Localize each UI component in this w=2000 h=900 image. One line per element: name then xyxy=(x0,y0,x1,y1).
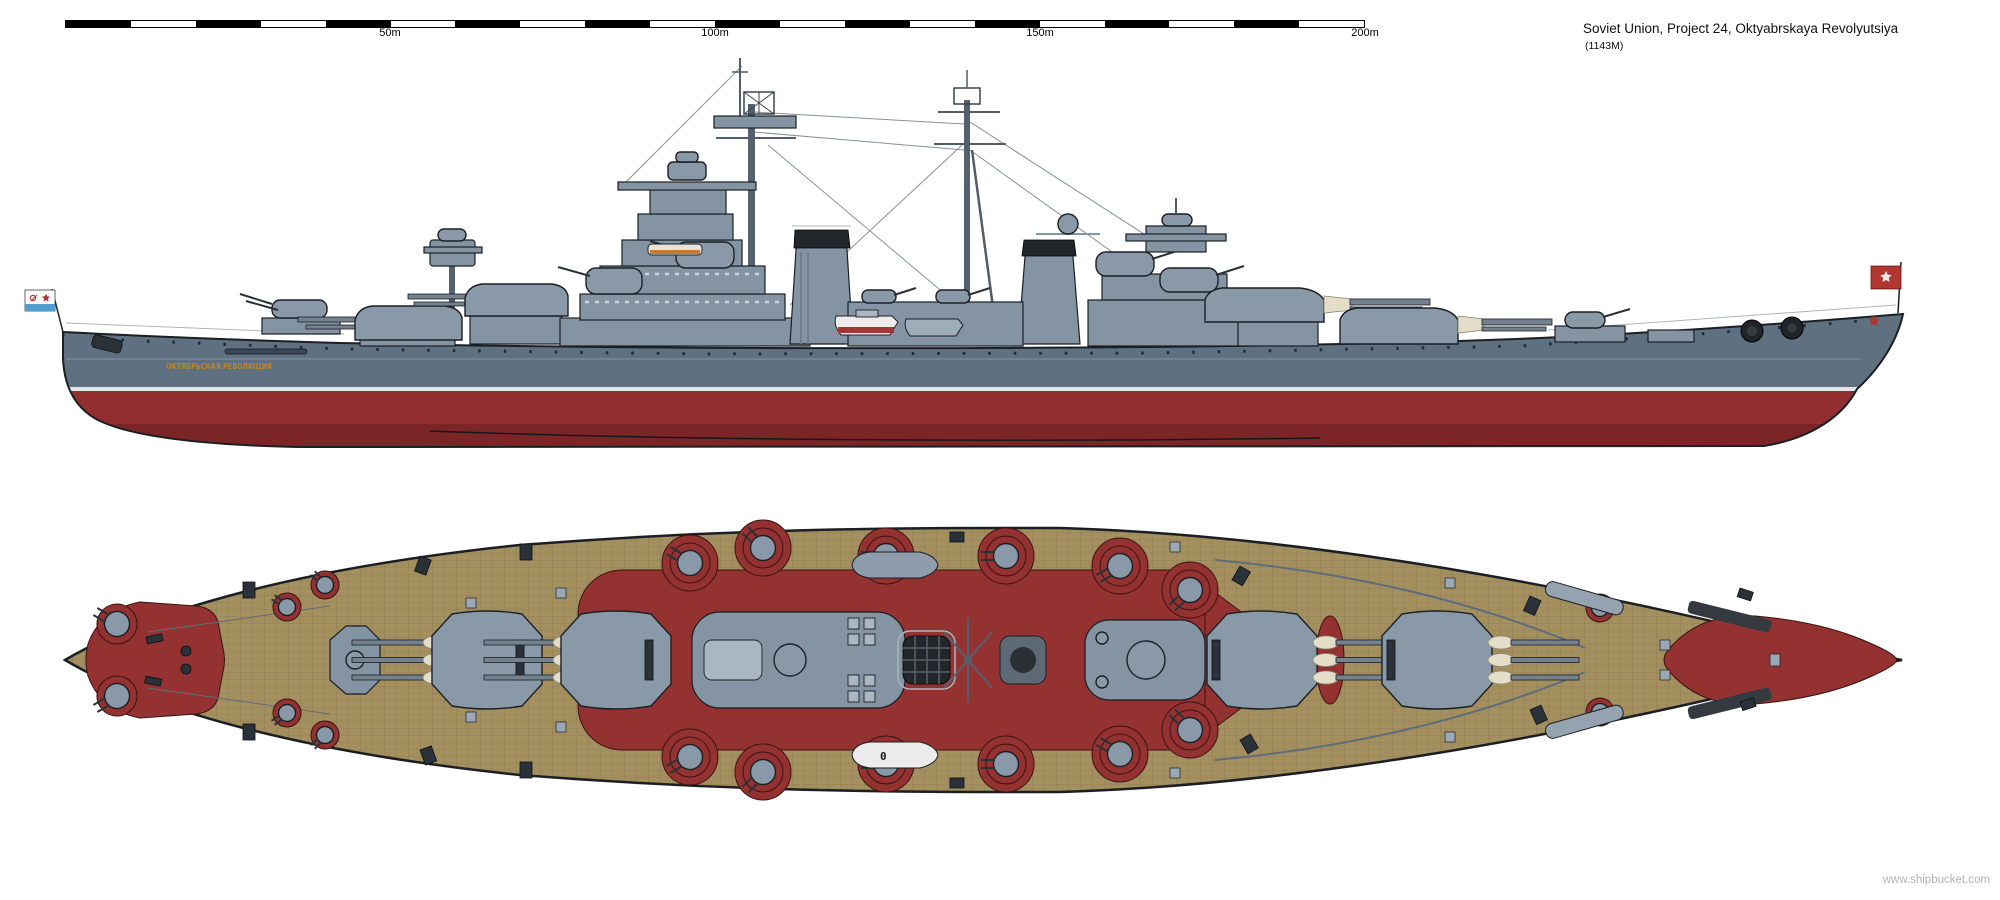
boat-top-white: 0 xyxy=(851,741,939,769)
scale-bar-segment xyxy=(779,21,845,27)
scale-bar-segment xyxy=(715,21,780,27)
scale-tick-label: 150m xyxy=(1026,27,1054,39)
mainmast-top xyxy=(943,618,993,702)
scale-bar-track xyxy=(65,20,1365,28)
bridge-tower xyxy=(557,151,811,347)
forward-rangefinder xyxy=(423,228,483,316)
boat-top-gray xyxy=(851,551,939,579)
turret-y-top xyxy=(1381,610,1580,710)
scale-tick-label: 200m xyxy=(1351,27,1379,39)
ships-boat-gray xyxy=(904,318,964,337)
aft-tower-top xyxy=(1084,619,1206,701)
waterline-stripe xyxy=(63,387,1903,391)
scale-bar-segment xyxy=(195,21,261,27)
scale-bar-segment xyxy=(844,21,910,27)
turret-a-top xyxy=(351,610,543,710)
foremast xyxy=(713,58,797,332)
bow-jack-flag xyxy=(24,288,65,337)
stern-skid xyxy=(1687,687,1772,720)
lower-hull-red xyxy=(63,391,1903,424)
stern-skid xyxy=(1687,600,1772,633)
stern-boat xyxy=(1545,581,1624,616)
scale-bar-segment xyxy=(650,21,716,27)
page-title: Soviet Union, Project 24, Oktyabrskaya R… xyxy=(1583,21,1899,36)
funnel-1-top xyxy=(897,630,956,690)
stern-red-deck xyxy=(1663,615,1898,705)
turret-y-side xyxy=(1339,307,1553,345)
searchlight-icon xyxy=(1057,213,1079,235)
stern-boat xyxy=(1545,704,1624,739)
page-subtitle: (1143M) xyxy=(1585,40,1624,52)
scale-bar-segment xyxy=(1299,21,1365,27)
scale-bar-segment xyxy=(325,21,391,27)
deck-fittings xyxy=(242,531,1757,789)
scale-bar-segment xyxy=(585,21,651,27)
hammer-sickle-icon xyxy=(29,294,37,302)
scale-bar-segment xyxy=(1104,21,1170,27)
bilge-keel xyxy=(429,430,1321,441)
turret-a-side xyxy=(297,305,463,347)
stern-naval-flag xyxy=(1870,261,1902,314)
turret-b-top xyxy=(483,610,672,710)
scale-bar-segment xyxy=(909,21,975,27)
mainmast xyxy=(934,70,1006,332)
hull-name-text: ОКТЯБРЬСКАЯ РЕВОЛЮЦИЯ xyxy=(166,362,272,371)
scale-bar-segment xyxy=(455,21,521,27)
funnel-2-side xyxy=(1017,213,1100,345)
funnel-2-top xyxy=(999,635,1047,685)
anchor xyxy=(91,334,123,354)
deck-rail-curve xyxy=(1214,671,1586,761)
quarterdeck-fittings xyxy=(1554,308,1804,343)
turret-b-side xyxy=(407,283,569,345)
top-view: 0 xyxy=(62,515,1903,805)
side-view: ОКТЯБРЬСКАЯ РЕВОЛЮЦИЯ xyxy=(24,58,1905,449)
lower-hull-red-dark xyxy=(63,424,1903,447)
scale-bar-segment xyxy=(1234,21,1300,27)
scale-bar-segment xyxy=(520,21,586,27)
hull-fairlead-tube xyxy=(224,348,308,355)
turret-x-top xyxy=(1206,610,1401,710)
turret-x-side xyxy=(1204,287,1431,347)
deck-rail-curve xyxy=(1214,559,1586,649)
superstructure-top xyxy=(691,611,906,709)
scale-tick-label: 100m xyxy=(701,27,729,39)
scale-bar-segment xyxy=(390,21,456,27)
ships-boat-white xyxy=(834,309,899,336)
aft-tower xyxy=(1087,198,1245,347)
scale-bar-segment xyxy=(1039,21,1105,27)
scale-bar-segment xyxy=(130,21,196,27)
scale-bar-segment xyxy=(66,21,131,27)
scale-bar-segment xyxy=(260,21,326,27)
scale-bar-segment xyxy=(1169,21,1235,27)
scale-tick-label: 50m xyxy=(379,27,401,39)
scale-bar-segment xyxy=(974,21,1040,27)
deck-hatches xyxy=(465,541,1781,779)
anchor-gear xyxy=(144,633,192,687)
motor-boat-side xyxy=(647,243,703,256)
boat-number: 0 xyxy=(880,750,887,763)
watermark: www.shipbucket.com xyxy=(1882,874,1990,886)
